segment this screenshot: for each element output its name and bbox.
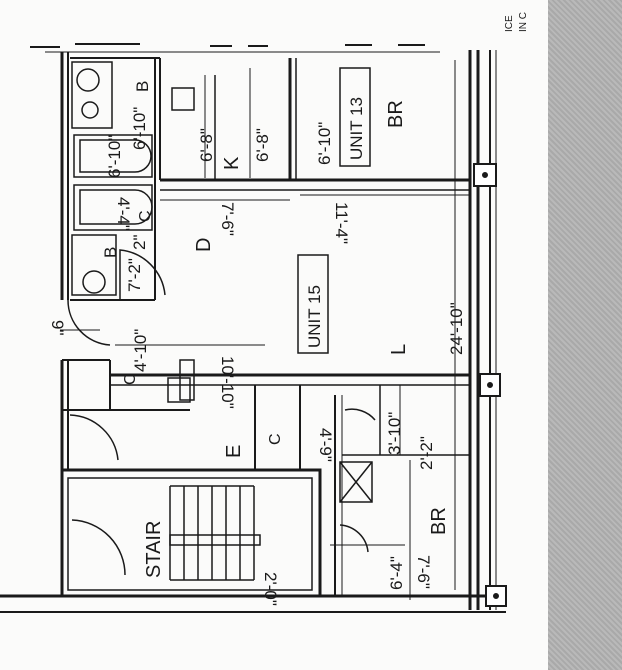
room-l: L <box>388 344 410 355</box>
dim-11-4: 11'-4" <box>332 202 351 244</box>
dim-6-10-b: 6'-10" <box>105 135 124 178</box>
unit-13-text: UNIT 13 <box>347 97 366 160</box>
room-c-top: C <box>137 210 154 222</box>
unit-13-label: UNIT 13 <box>339 67 371 167</box>
dim-4-10: 4'-10" <box>131 329 150 372</box>
dim-6-8-a: 6'-8" <box>197 128 216 162</box>
room-c-left: C <box>122 373 139 385</box>
interior-walls <box>62 57 470 596</box>
structural-columns <box>473 163 507 607</box>
dim-2-0: 2'-0" <box>261 572 280 606</box>
room-b-mid: B <box>101 247 120 258</box>
dim-2: 2" <box>130 235 149 251</box>
dim-7-6-b: 7'-6" <box>414 555 433 589</box>
dim-24-10: 24'-10" <box>447 302 466 355</box>
exterior-walls <box>0 50 506 613</box>
unit-15-text: UNIT 15 <box>305 285 324 348</box>
dim-6-4: 6'-4" <box>387 556 406 590</box>
page-edge-shadow <box>548 0 622 670</box>
room-br-bottom: BR <box>428 507 450 535</box>
room-e: E <box>223 445 245 458</box>
room-d: D <box>193 238 215 252</box>
dim-2-2: 2'-2" <box>417 436 436 470</box>
dim-4-9: 4'-9" <box>316 428 335 462</box>
room-c-right: C <box>267 433 284 445</box>
dim-6-10-a: 6'-10" <box>130 107 149 150</box>
dim-10-10: 10'-10" <box>218 356 237 409</box>
dim-6-8-b: 6'-8" <box>253 128 272 162</box>
room-k: K <box>221 156 243 170</box>
header-fragment-2: IN C <box>518 12 529 32</box>
dim-3-10: 3'-10" <box>385 412 404 455</box>
bath-fixtures <box>71 61 195 403</box>
unit-15-label: UNIT 15 <box>297 254 329 354</box>
room-stair: STAIR <box>143 521 165 578</box>
dim-9: 9" <box>48 320 67 336</box>
room-b-top: B <box>133 81 152 92</box>
dim-6-10-c: 6'-10" <box>315 122 334 165</box>
stair-treads <box>169 485 261 581</box>
dim-7-2: 7'-2" <box>125 258 144 292</box>
header-fragment-1: ICE <box>504 15 515 32</box>
room-br-top: BR <box>385 100 407 128</box>
shaft-box <box>339 461 373 503</box>
top-cutoff-marks <box>30 43 440 53</box>
dimension-lines <box>60 60 470 600</box>
door-swings <box>67 249 376 576</box>
dim-7-6: 7'-6" <box>218 202 237 236</box>
plan-sheet <box>0 0 548 670</box>
dim-4-4: 4'-4" <box>114 197 133 231</box>
